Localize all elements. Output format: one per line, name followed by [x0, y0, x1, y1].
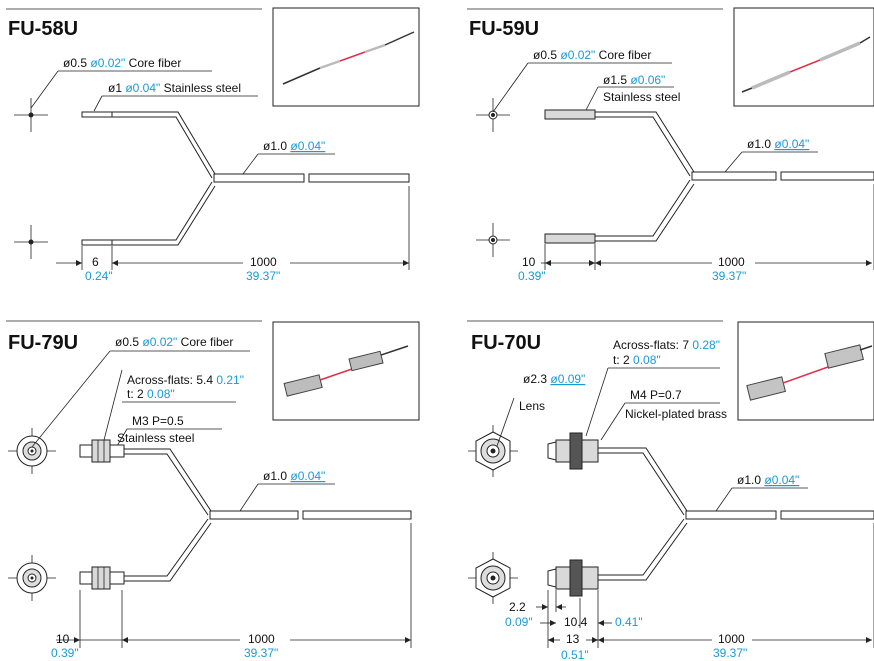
- product-photo: [272, 7, 420, 107]
- end-view-hex-nut: [468, 552, 518, 604]
- fiber-body: [598, 447, 874, 581]
- cable-length-mm: 1000: [718, 632, 745, 646]
- cable-label: ø1.0 ø0.04": [724, 137, 818, 173]
- dimension-lines: [536, 523, 874, 648]
- end-view-marker: [476, 98, 510, 132]
- svg-text:M4 P=0.7: M4 P=0.7: [630, 388, 682, 402]
- svg-text:ø1.5 ø0.06": ø1.5 ø0.06": [603, 73, 665, 87]
- svg-text:t: 2 0.08": t: 2 0.08": [127, 387, 175, 401]
- across-flats-label: Across-flats: 7 0.28" t: 2 0.08": [585, 338, 720, 437]
- svg-text:Nickel-plated brass: Nickel-plated brass: [625, 407, 727, 421]
- lens-label: Lens: [496, 397, 545, 447]
- cable-label: ø1.0 ø0.04": [239, 469, 335, 512]
- svg-text:Stainless steel: Stainless steel: [603, 90, 680, 104]
- sensor-head: [547, 432, 599, 470]
- dim-c-inch: 0.51": [561, 648, 589, 661]
- dimension-lines: [56, 523, 412, 648]
- svg-text:ø0.5 ø0.02" Core fiber: ø0.5 ø0.02" Core fiber: [533, 48, 651, 62]
- svg-text:ø1 ø0.04" Stainless steel: ø1 ø0.04" Stainless steel: [108, 81, 241, 95]
- thread-label: M4 P=0.7 Nickel-plated brass: [600, 388, 727, 441]
- end-view-nut: [8, 555, 56, 601]
- cable-length-inch: 39.37": [713, 646, 747, 660]
- dimension-lines: [541, 184, 874, 270]
- tip-length-inch: 0.39": [51, 646, 79, 660]
- cable-label: ø1.0 ø0.04": [715, 473, 808, 512]
- tip-length-mm: 10: [522, 255, 536, 269]
- svg-text:Across-flats: 5.4 0.21": Across-flats: 5.4 0.21": [127, 373, 244, 387]
- cable-length-inch: 39.37": [244, 646, 278, 660]
- core-fiber-label: ø0.5 ø0.02" Core fiber: [31, 335, 250, 448]
- svg-text:ø1.0 ø0.04": ø1.0 ø0.04": [263, 469, 325, 483]
- svg-text:Lens: Lens: [519, 399, 545, 413]
- svg-text:Stainless steel: Stainless steel: [117, 431, 194, 445]
- end-view-marker: [14, 98, 48, 132]
- product-photo: [737, 321, 874, 421]
- core-fiber-label: ø0.5 ø0.02" Core fiber: [492, 48, 672, 113]
- end-view-hex-nut: [468, 425, 518, 477]
- product-photo: [733, 7, 874, 107]
- fiber-body: [544, 109, 874, 244]
- dim-c-mm: 13: [566, 632, 580, 646]
- svg-text:ø2.3 ø0.09": ø2.3 ø0.09": [523, 372, 585, 386]
- cable-length-inch: 39.37": [712, 269, 746, 283]
- panel-fu-79u: FU-79U ø0.5 ø0.02" Core fiber: [6, 320, 420, 660]
- svg-text:ø0.5 ø0.02" Core fiber: ø0.5 ø0.02" Core fiber: [115, 335, 233, 349]
- product-photo: [272, 321, 420, 421]
- sheath-label: ø1.5 ø0.06" Stainless steel: [585, 73, 680, 111]
- across-flats-label: Across-flats: 5.4 0.21" t: 2 0.08": [103, 369, 244, 441]
- cable-length-mm: 1000: [718, 255, 745, 269]
- sensor-head: [79, 439, 125, 463]
- dim-a-inch: 0.09": [505, 615, 533, 629]
- cable-label: ø1.0 ø0.04": [242, 139, 335, 175]
- dim-a-mm: 2.2: [509, 600, 526, 614]
- svg-text:ø0.5 ø0.02" Core fiber: ø0.5 ø0.02" Core fiber: [63, 56, 181, 70]
- svg-text:M3 P=0.5: M3 P=0.5: [132, 414, 184, 428]
- tip-length-mm: 6: [92, 255, 99, 269]
- dimension-lines: [56, 186, 410, 270]
- dim-b-mm: 10.4: [564, 615, 588, 629]
- svg-text:t: 2 0.08": t: 2 0.08": [613, 353, 661, 367]
- end-view-marker: [476, 223, 510, 257]
- tip-length-inch: 0.24": [85, 269, 113, 283]
- panel-fu-70u: FU-70U Lens ø2: [467, 320, 874, 661]
- cable-length-mm: 1000: [250, 255, 277, 269]
- svg-text:ø1.0 ø0.04": ø1.0 ø0.04": [737, 473, 799, 487]
- svg-text:Across-flats: 7 0.28": Across-flats: 7 0.28": [613, 338, 720, 352]
- svg-text:ø1.0 ø0.04": ø1.0 ø0.04": [263, 139, 325, 153]
- sensor-head: [79, 566, 125, 590]
- fiber-body: [124, 448, 412, 582]
- cable-length-mm: 1000: [248, 632, 275, 646]
- panel-title: FU-70U: [471, 332, 541, 354]
- end-view-nut: [8, 428, 56, 474]
- thread-label: M3 P=0.5 Stainless steel: [116, 414, 222, 447]
- sheath-label: ø1 ø0.04" Stainless steel: [93, 81, 258, 112]
- panel-fu-59u: FU-59U ø0.5 ø0.02" Core fiber: [467, 7, 874, 283]
- fiber-body: [81, 111, 410, 246]
- panel-title: FU-58U: [8, 18, 78, 40]
- lens-diameter-label: ø2.3 ø0.09": [523, 372, 585, 386]
- dim-b-inch: 0.41": [615, 615, 643, 629]
- end-view-marker: [14, 225, 48, 259]
- core-fiber-label: ø0.5 ø0.02" Core fiber: [30, 56, 212, 109]
- sensor-head: [547, 559, 599, 597]
- svg-text:ø1.0 ø0.04": ø1.0 ø0.04": [747, 137, 809, 151]
- cable-length-inch: 39.37": [246, 269, 280, 283]
- tip-length-inch: 0.39": [518, 269, 546, 283]
- panel-fu-58u: FU-58U ø0.5 ø0.02" Core fiber: [6, 7, 420, 283]
- panel-title: FU-59U: [469, 18, 539, 40]
- tip-length-mm: 10: [56, 632, 70, 646]
- panel-title: FU-79U: [8, 332, 78, 354]
